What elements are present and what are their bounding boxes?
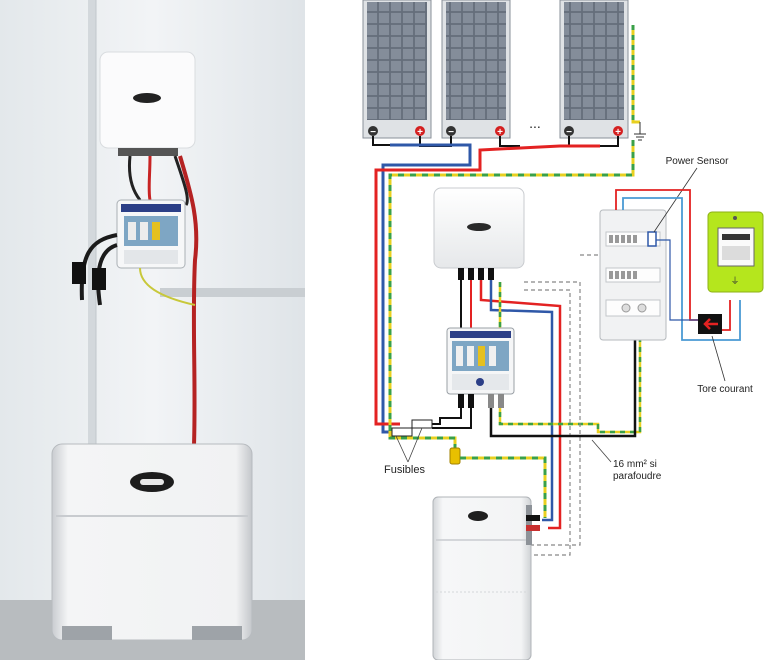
inverter-icon (99, 51, 196, 156)
tore-courant-label: Tore courant (697, 384, 753, 395)
minus-sign: − (566, 127, 572, 138)
solar-panel-1 (362, 0, 432, 139)
ground-clamp-icon (449, 447, 461, 465)
minus-sign: − (448, 127, 454, 138)
cable-note-line2: parafoudre (613, 471, 662, 482)
conduit-horizontal (160, 288, 305, 297)
plus-sign: + (615, 127, 621, 138)
meter-ground-symbol: ⏚ (730, 276, 739, 286)
panel2-minus-terminal (446, 126, 456, 136)
panel2-plus-terminal (495, 126, 505, 136)
installation-photo (0, 0, 305, 660)
panel3-plus-terminal (613, 126, 623, 136)
solar-panel-3 (559, 0, 629, 139)
protection-box-icon (116, 199, 186, 269)
current-sensor-icon (698, 314, 722, 334)
fusibles-label: Fusibles (384, 464, 425, 476)
panel3-minus-terminal (564, 126, 574, 136)
panel1-plus-terminal (415, 126, 425, 136)
protection-box-icon (446, 327, 515, 408)
solar-panel-2 (441, 0, 511, 139)
power-sensor-icon (647, 231, 657, 247)
battery-icon (432, 496, 540, 660)
panel-ellipsis: ... (529, 115, 541, 131)
meter-icon: ⏚ (707, 211, 764, 293)
ground-icon (634, 122, 646, 141)
minus-sign: − (370, 127, 376, 138)
conduit-vertical (88, 0, 96, 445)
plus-sign: + (497, 127, 503, 138)
plus-sign: + (417, 127, 423, 138)
panel1-minus-terminal (368, 126, 378, 136)
wiring-diagram: − + − + − + ... (362, 0, 764, 660)
fuse-icon (391, 419, 433, 437)
cable-note-line1: 16 mm² si (613, 459, 657, 470)
power-sensor-label: Power Sensor (666, 156, 729, 167)
battery-icon (51, 443, 253, 641)
inverter-icon (433, 187, 525, 280)
